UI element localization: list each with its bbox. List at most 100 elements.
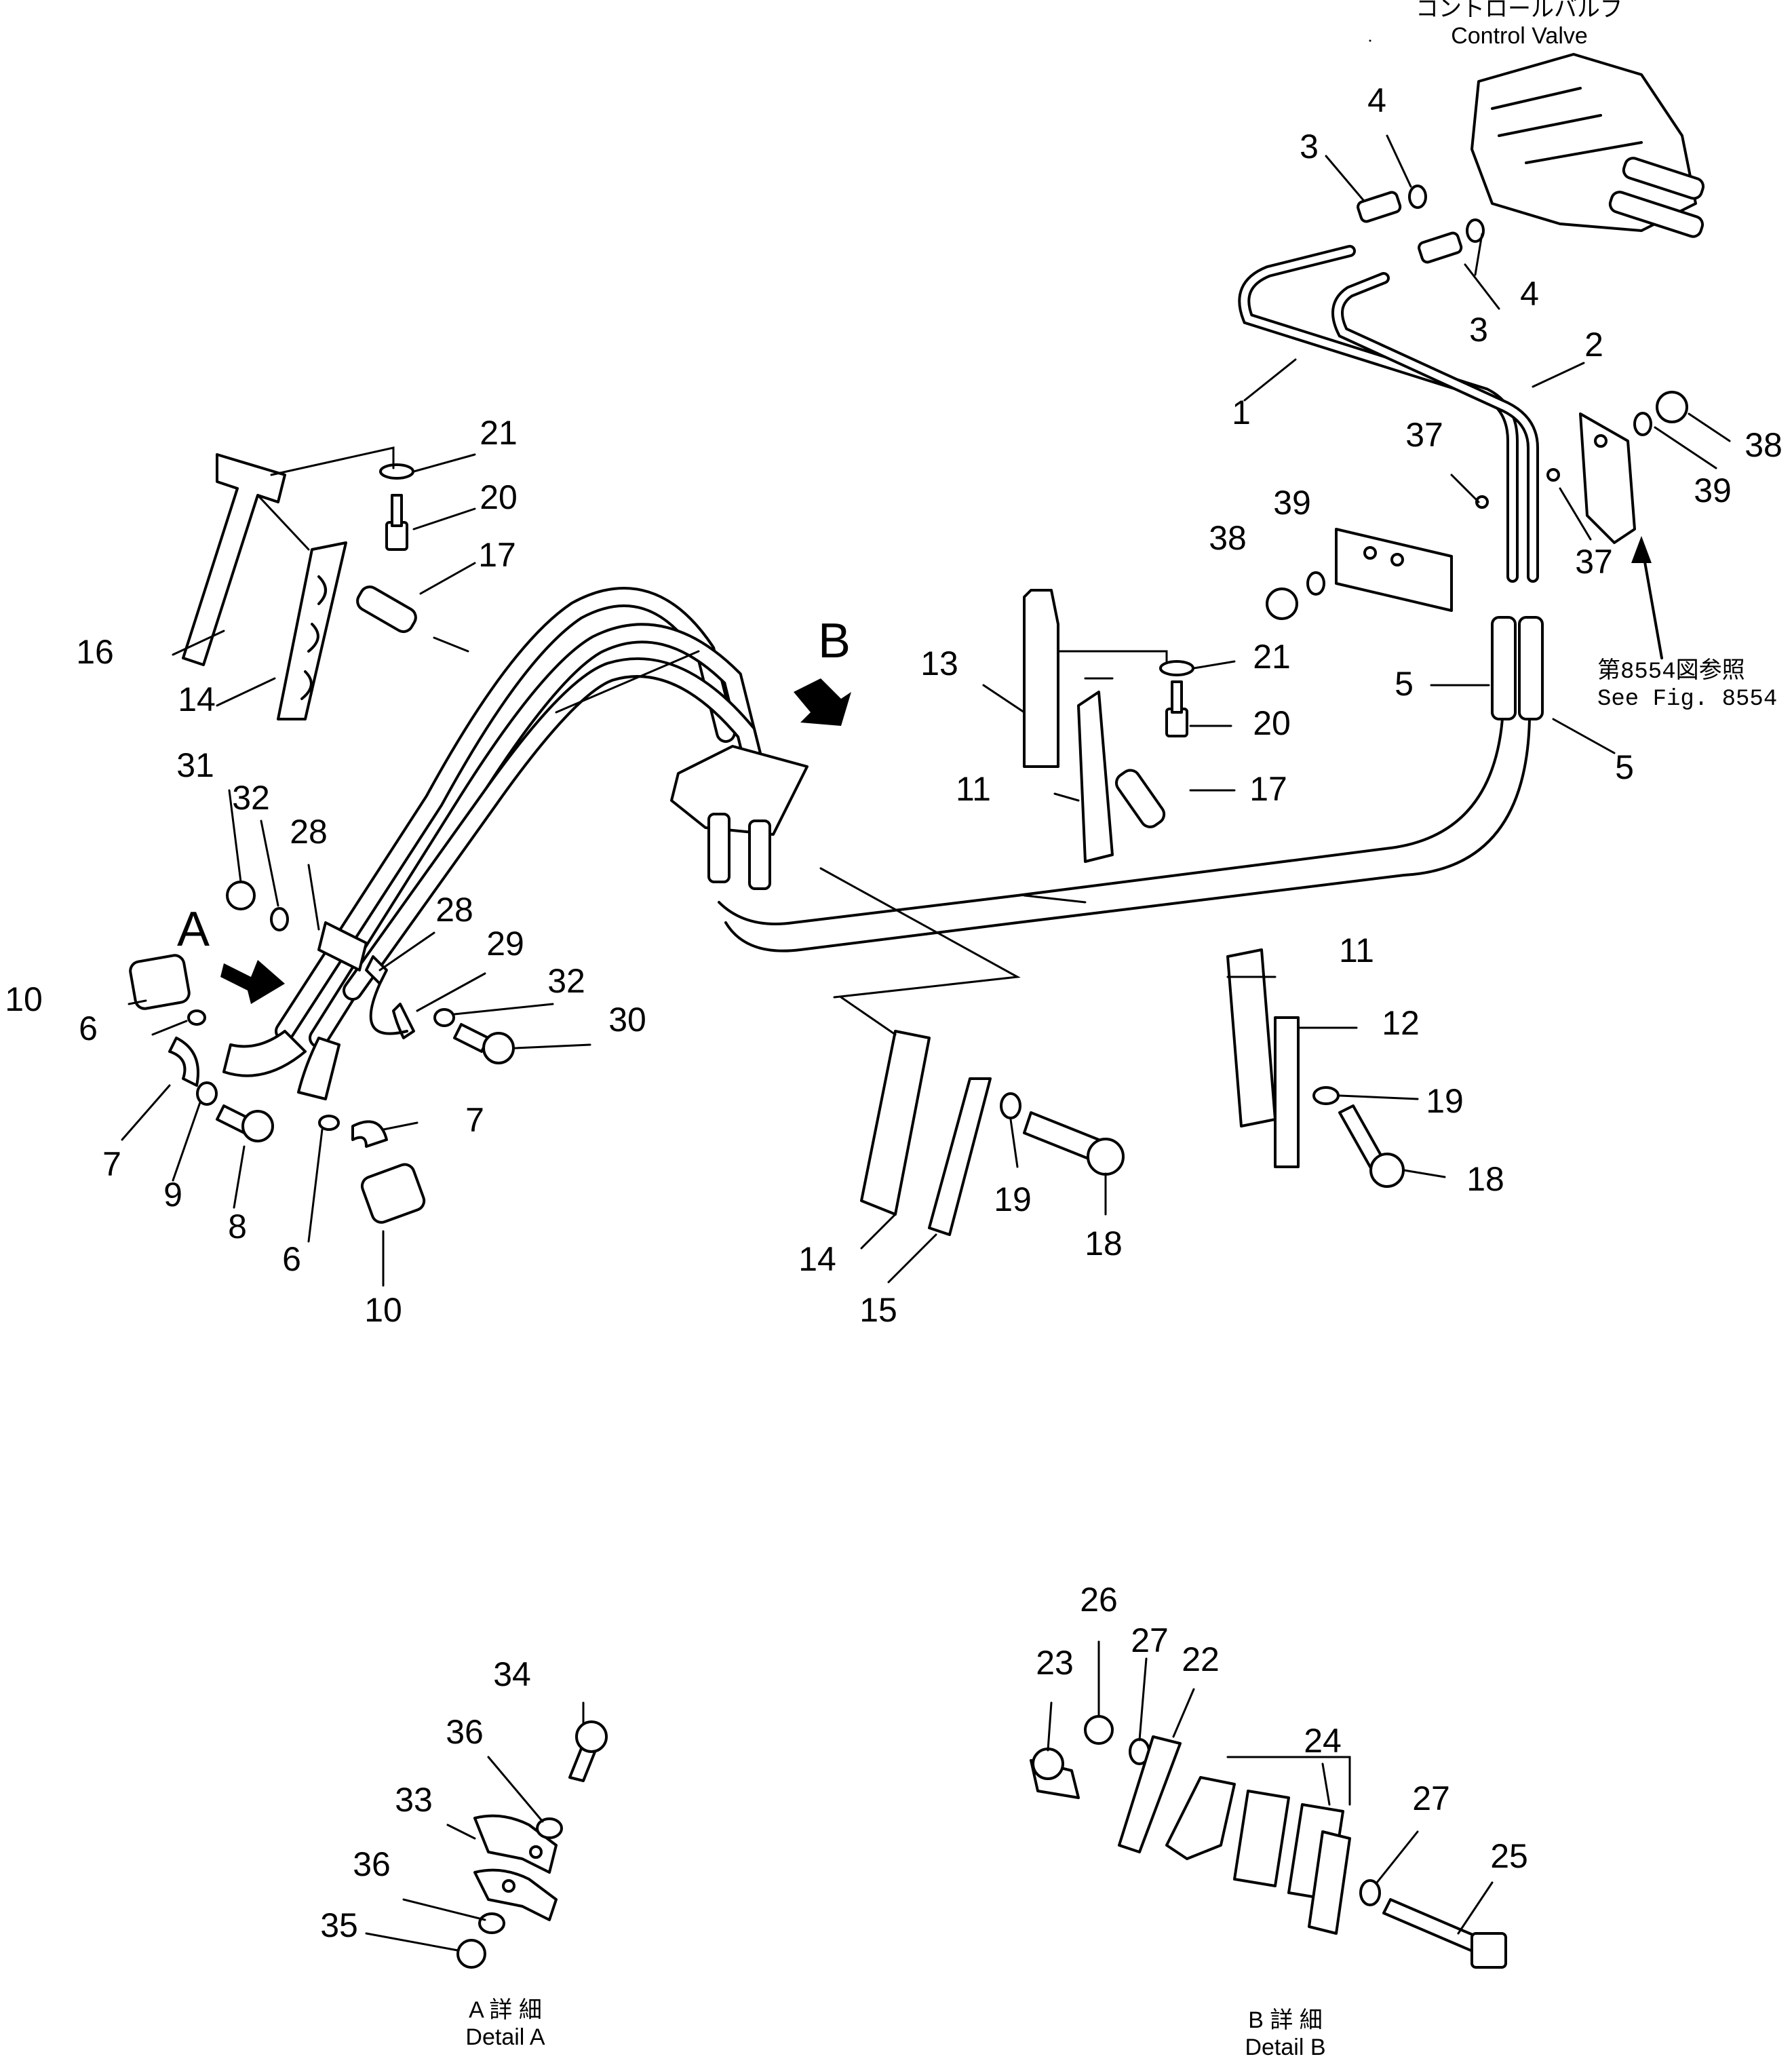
callout-27b: 27 xyxy=(1412,1779,1450,1817)
callout-3a: 3 xyxy=(1300,128,1319,166)
bracket-16 xyxy=(182,453,286,666)
bolt-18-right xyxy=(1338,1104,1405,1188)
control-valve xyxy=(1470,53,1705,238)
tube-lines-1-2 xyxy=(1238,245,1539,583)
bracket-37-right xyxy=(1579,412,1636,544)
control-valve-jp-label: コントロールバルブ xyxy=(1416,0,1623,22)
callout-28a: 28 xyxy=(290,813,328,851)
nut-31 xyxy=(226,881,256,910)
callout-5a: 5 xyxy=(1395,665,1414,703)
callout-15: 15 xyxy=(859,1291,897,1329)
washer-19-right xyxy=(1312,1086,1340,1105)
callout-24: 24 xyxy=(1304,1722,1342,1760)
spacer-17-middle xyxy=(1115,769,1166,828)
detail-b-jp-label: B 詳 細 xyxy=(1248,2007,1323,2033)
callout-21b: 21 xyxy=(1253,638,1291,676)
see-fig-jp-label: 第8554図参照 xyxy=(1597,657,1745,685)
o-rings-6 xyxy=(187,1009,340,1131)
callout-4a: 4 xyxy=(1367,81,1386,119)
bracket-13 xyxy=(1023,589,1059,768)
callout-13: 13 xyxy=(920,644,958,682)
clamp-block-b xyxy=(670,745,809,890)
callout-6a: 6 xyxy=(79,1009,98,1047)
callout-3b: 3 xyxy=(1469,311,1488,349)
arrow-a-label: A xyxy=(177,902,210,957)
detail-a-en-label: Detail A xyxy=(465,2024,545,2050)
callout-11b: 11 xyxy=(1339,931,1374,969)
plate-15 xyxy=(928,1077,992,1236)
callout-9: 9 xyxy=(163,1176,182,1214)
callout-38b: 38 xyxy=(1209,519,1247,557)
arrow-b xyxy=(794,678,851,726)
callout-31: 31 xyxy=(176,746,214,784)
callout-7b: 7 xyxy=(465,1101,484,1139)
flange-covers-10 xyxy=(129,954,426,1224)
callout-39a: 39 xyxy=(1694,471,1732,509)
washer-21-middle xyxy=(1159,660,1194,676)
bolt-18-center xyxy=(1023,1111,1125,1176)
bolt-20-middle xyxy=(1165,680,1188,737)
clamp-14-top xyxy=(277,541,347,720)
callout-38a: 38 xyxy=(1745,426,1783,464)
arrow-b-label: B xyxy=(818,614,851,668)
see-fig-en-label: See Fig. 8554 xyxy=(1597,687,1777,712)
leader-lines xyxy=(121,39,1731,1952)
callout-18b: 18 xyxy=(1466,1160,1504,1198)
callout-20b: 20 xyxy=(1253,704,1291,742)
callout-20a: 20 xyxy=(480,478,518,516)
callout-16: 16 xyxy=(76,633,114,671)
callout-23: 23 xyxy=(1036,1644,1074,1682)
callout-39b: 39 xyxy=(1273,484,1311,522)
callout-17a: 17 xyxy=(478,536,516,574)
callout-19b: 19 xyxy=(1426,1082,1464,1120)
callout-36b: 36 xyxy=(353,1845,391,1883)
control-valve-en-label: Control Valve xyxy=(1451,23,1588,49)
callout-27a: 27 xyxy=(1131,1621,1169,1659)
callout-32a: 32 xyxy=(232,779,270,817)
callout-10a: 10 xyxy=(5,980,43,1018)
callout-35: 35 xyxy=(320,1906,358,1944)
callout-6b: 6 xyxy=(282,1240,301,1278)
callout-14b: 14 xyxy=(798,1240,836,1278)
washers-32 xyxy=(270,907,455,1027)
callout-10b: 10 xyxy=(364,1291,402,1329)
arrow-a xyxy=(220,960,285,1004)
callout-37b: 37 xyxy=(1575,543,1613,581)
callout-26: 26 xyxy=(1080,1581,1118,1619)
clamp-14-lower xyxy=(860,1030,931,1216)
callout-4b: 4 xyxy=(1520,275,1539,313)
clip-29 xyxy=(369,982,415,1039)
detail-b-en-label: Detail B xyxy=(1245,2035,1325,2060)
callout-32b: 32 xyxy=(547,962,585,1000)
clamp-11-middle xyxy=(1077,691,1114,863)
bolt-20-top xyxy=(385,494,408,551)
callout-1: 1 xyxy=(1232,393,1251,431)
callout-22: 22 xyxy=(1182,1640,1220,1678)
detail-a-jp-label: A 詳 細 xyxy=(469,1997,542,2023)
callout-30: 30 xyxy=(608,1001,646,1039)
elbow-fittings xyxy=(222,1030,340,1100)
callout-37a: 37 xyxy=(1405,416,1443,454)
bracket-37-left xyxy=(1335,528,1453,612)
callout-11a: 11 xyxy=(956,770,991,808)
plate-12 xyxy=(1274,1016,1300,1168)
callout-17b: 17 xyxy=(1249,770,1287,808)
callout-29: 29 xyxy=(486,925,524,963)
split-flanges-7 xyxy=(168,1037,388,1148)
see-fig-arrow xyxy=(1631,536,1663,659)
main-hoses xyxy=(275,587,770,1048)
callout-8: 8 xyxy=(228,1208,247,1246)
part-callouts: 1 2 3 3 4 4 5 5 6 6 7 7 8 9 10 10 11 11 … xyxy=(5,81,1783,1944)
detail-b xyxy=(1030,1715,1507,1969)
nuts-38-washers-39 xyxy=(1266,391,1688,620)
o-rings-4 xyxy=(1408,185,1485,243)
spacer-17-top xyxy=(356,585,417,634)
washer-19-center xyxy=(1000,1092,1021,1119)
callout-25: 25 xyxy=(1490,1837,1528,1875)
callout-2: 2 xyxy=(1584,326,1603,364)
callout-33: 33 xyxy=(395,1781,433,1819)
callout-12: 12 xyxy=(1382,1004,1420,1042)
washer-9 xyxy=(196,1081,218,1106)
hoses-5 xyxy=(718,616,1544,952)
callout-14a: 14 xyxy=(178,680,216,718)
